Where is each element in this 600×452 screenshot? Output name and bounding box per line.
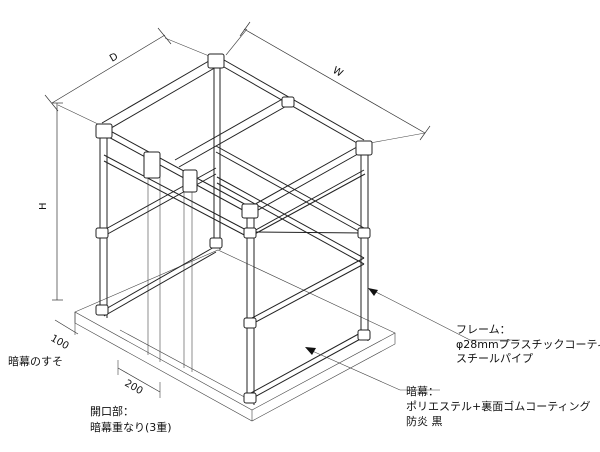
frame-title: フレーム：	[456, 323, 511, 336]
hem-label: 暗幕のすそ	[8, 354, 63, 368]
dimension-lines	[44, 21, 431, 398]
base-plate	[74, 249, 396, 422]
dim-w-label: W	[331, 65, 345, 80]
frame-pipes	[99, 55, 369, 405]
frame-spec-2: スチールパイプ	[456, 352, 533, 365]
dim-h-label: H	[38, 202, 49, 210]
opening-spec: 暗幕重なり(3重)	[90, 420, 172, 434]
curtain-edges	[119, 160, 251, 401]
curtain-spec-2: 防炎 黒	[406, 414, 443, 428]
dim-100-label: 100	[49, 333, 71, 352]
pipe-joints	[95, 53, 373, 404]
leader-lines	[305, 288, 520, 391]
frame-spec-1: φ28mmプラスチックコーティング	[456, 337, 600, 351]
curtain-title: 暗幕：	[406, 384, 439, 398]
opening-title: 開口部：	[90, 404, 134, 418]
curtain-spec-1: ポリエステル+裏面ゴムコーティング	[406, 399, 591, 413]
